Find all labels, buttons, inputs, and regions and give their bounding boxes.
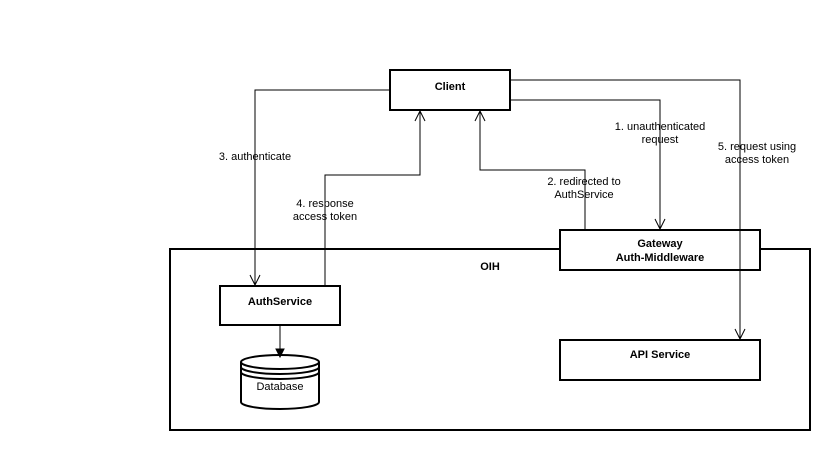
- api-service-label: API Service: [630, 349, 691, 361]
- auth-service-label: AuthService: [248, 296, 312, 308]
- edge-response: [324, 109, 426, 286]
- edge-request-token: [510, 79, 746, 341]
- api-service-node: [559, 339, 761, 381]
- edge-1-label-line2: request: [642, 134, 679, 146]
- database-label: Database: [256, 381, 303, 393]
- edge-4-label-line1: 4. response: [296, 198, 353, 210]
- edge-5-label-line1: 5. request using: [718, 141, 796, 153]
- gateway-label-line2: Auth-Middleware: [616, 252, 705, 264]
- gateway-label-line1: Gateway: [637, 238, 683, 250]
- edge-unauthenticated-request: [510, 99, 666, 231]
- client-label: Client: [435, 81, 466, 93]
- edge-2-label-line1: 2. redirected to: [547, 176, 620, 188]
- database-node: Database: [240, 354, 320, 410]
- edge-3-label: 3. authenticate: [219, 151, 291, 163]
- edge-2-label-line2: AuthService: [554, 189, 613, 201]
- edge-5-label-line2: access token: [725, 154, 789, 166]
- gateway-node: [559, 229, 761, 271]
- edge-auth-to-database: [275, 325, 285, 359]
- oih-label: OIH: [480, 261, 500, 273]
- client-node: [389, 69, 511, 111]
- edge-1-label-line1: 1. unauthenticated: [615, 121, 706, 133]
- edge-redirected: [474, 109, 586, 230]
- edge-4-label-line2: access token: [293, 211, 357, 223]
- edge-authenticate: [249, 89, 390, 287]
